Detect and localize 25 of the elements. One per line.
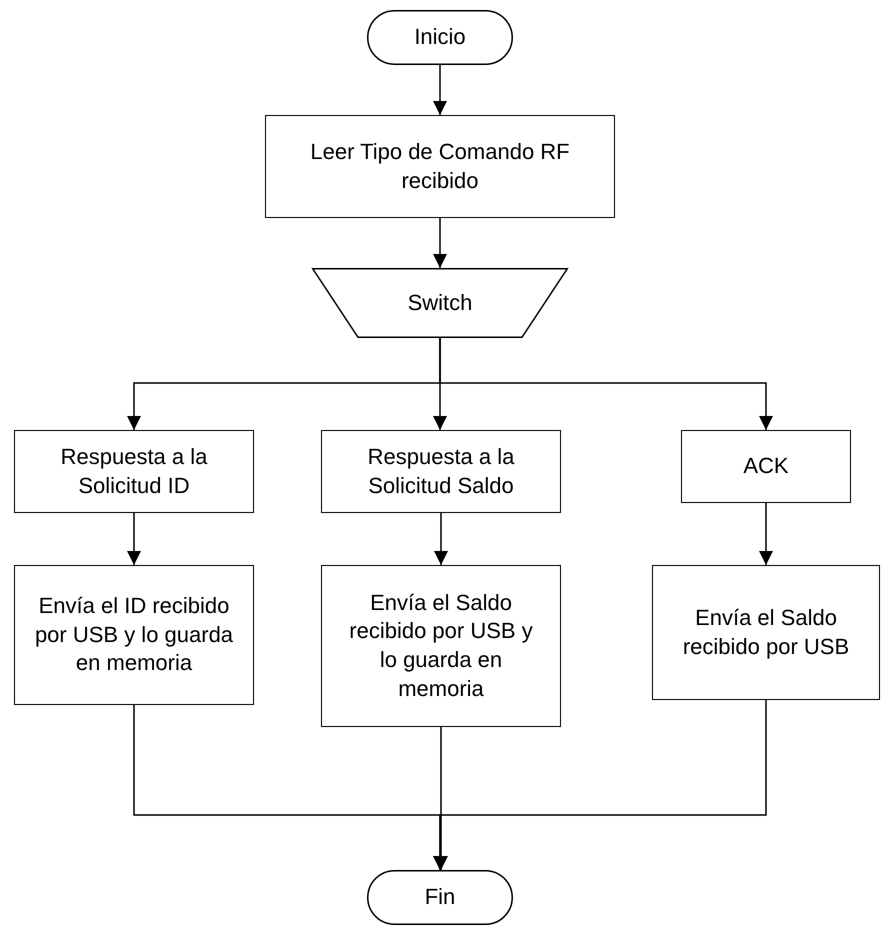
arrow — [439, 338, 773, 430]
arrow — [127, 513, 141, 565]
process-box — [321, 430, 561, 513]
node-label: Inicio — [413, 23, 467, 52]
process-box — [681, 430, 851, 503]
node-label: Envía el Saldo recibido por USB — [682, 604, 850, 661]
process-box — [14, 565, 254, 705]
arrow — [433, 65, 447, 115]
node-label: Respuesta a la Solicitud Saldo — [366, 442, 516, 500]
process-box — [14, 430, 254, 513]
node-label: Fin — [424, 883, 456, 912]
arrow — [434, 513, 448, 565]
node-label: Envía el Saldo recibido por USB y lo guarda en memoria — [348, 588, 534, 703]
arrow — [759, 503, 773, 565]
arrow — [433, 700, 767, 870]
switch-trapezoid — [312, 268, 568, 338]
node-label: Envía el ID recibido por USB y lo guarda en memoria — [34, 592, 234, 678]
process-box — [652, 565, 880, 700]
node-label: ACK — [742, 452, 790, 480]
node-label: Switch — [406, 288, 474, 317]
process-box — [321, 565, 561, 727]
process-box — [265, 115, 615, 218]
node-label: Leer Tipo de Comando RF recibido — [309, 138, 571, 194]
arrow — [433, 218, 447, 268]
node-label: Respuesta a la Solicitud ID — [60, 442, 208, 500]
